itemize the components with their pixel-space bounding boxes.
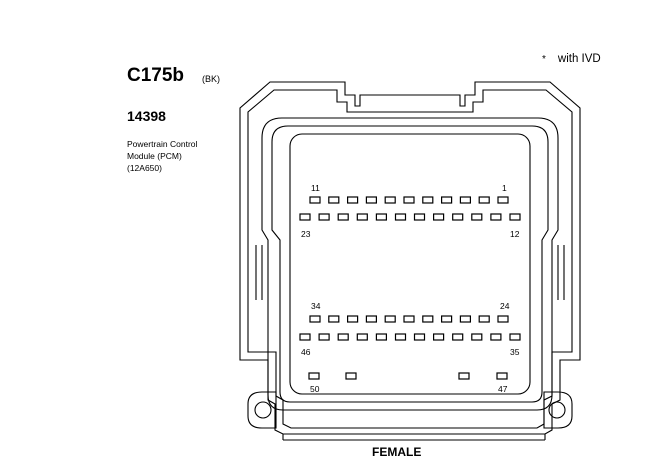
pin-cavity	[384, 315, 396, 323]
module-description-line: (12A650)	[127, 163, 162, 173]
bottom-left-tab-hole	[254, 401, 272, 419]
pin-cavity	[459, 315, 471, 323]
pin-cavity	[490, 333, 502, 341]
pin-cavity	[471, 333, 483, 341]
pin-cavity	[356, 333, 368, 341]
connector-id: C175b	[127, 65, 185, 86]
pin-cavity	[347, 315, 359, 323]
pin-cavity	[318, 213, 330, 221]
module-description: Powertrain Control Module (PCM) (12A650)	[127, 138, 197, 174]
module-description-line: Module (PCM)	[127, 151, 182, 161]
pin-cavity	[452, 333, 464, 341]
pin-cavity	[497, 315, 509, 323]
pin-cavity	[308, 372, 320, 380]
pin-cavity	[422, 196, 434, 204]
pin-cavity	[413, 333, 426, 341]
pin-cavity	[452, 213, 464, 221]
pin-label: 34	[311, 301, 321, 311]
pin-cavity	[459, 196, 471, 204]
connector-color-code: (BK)	[202, 74, 220, 84]
pin-cavity	[328, 315, 340, 323]
pin-cavity	[478, 315, 490, 323]
housing-outer-outline	[239, 81, 581, 435]
pin-cavity	[478, 196, 490, 204]
housing-inner-outline	[247, 89, 573, 429]
pin-cavity	[403, 315, 415, 323]
pin-cavity	[422, 315, 434, 323]
pin-label: 35	[510, 347, 520, 357]
gender-label: FEMALE	[372, 445, 422, 459]
pin-cavity	[299, 213, 311, 221]
pin-cavity	[433, 333, 445, 341]
bottom-right-tab-hole	[548, 401, 566, 419]
pin-cavity	[309, 315, 321, 323]
pin-cavity	[365, 315, 377, 323]
pin-label: 11	[311, 183, 320, 193]
pin-cavity	[458, 372, 470, 380]
pin-cavity	[318, 333, 330, 341]
pin-cavity	[345, 372, 357, 380]
bottom-right-tab	[543, 391, 573, 429]
pin-cavity	[509, 213, 521, 221]
pin-cavity	[403, 196, 415, 204]
pin-cavity	[356, 213, 368, 221]
pin-cavity	[433, 213, 445, 221]
pin-cavity	[375, 213, 387, 221]
pin-label: 47	[498, 384, 508, 394]
right-latch-rib	[557, 245, 565, 300]
pin-cavity	[394, 213, 407, 221]
shroud-outline	[261, 117, 559, 411]
pin-label: 23	[301, 229, 311, 239]
pin-cavity	[441, 315, 453, 323]
pin-cavity	[337, 333, 349, 341]
pin-cavity	[471, 213, 483, 221]
pin-cavity	[490, 213, 502, 221]
pin-cavity	[347, 196, 359, 204]
pin-face	[289, 133, 531, 395]
pin-cavity	[375, 333, 387, 341]
pin-cavity	[497, 196, 509, 204]
pin-cavity	[509, 333, 521, 341]
pin-label: 46	[301, 347, 311, 357]
pin-cavity	[441, 196, 453, 204]
asterisk-marker: *	[542, 54, 546, 65]
pin-cavity	[299, 333, 311, 341]
pin-label: 1	[502, 183, 507, 193]
pin-cavity	[413, 213, 426, 221]
pin-cavity	[365, 196, 377, 204]
pin-cavity	[496, 372, 508, 380]
shroud-inner-outline	[271, 125, 549, 403]
bottom-left-tab	[247, 391, 277, 429]
pin-label: 24	[500, 301, 510, 311]
part-number: 14398	[127, 108, 166, 124]
ivd-note-text: with IVD	[557, 53, 601, 65]
module-description-line: Powertrain Control	[127, 139, 198, 149]
left-latch-rib	[255, 245, 263, 300]
pin-cavity	[337, 213, 349, 221]
pin-cavity	[394, 333, 407, 341]
pin-cavities	[299, 196, 521, 380]
pin-label: 12	[510, 229, 520, 239]
pin-cavity	[384, 196, 396, 204]
ivd-note: * with IVD	[542, 53, 601, 66]
pin-cavity	[309, 196, 321, 204]
pin-cavity	[328, 196, 340, 204]
pin-label: 50	[310, 384, 320, 394]
